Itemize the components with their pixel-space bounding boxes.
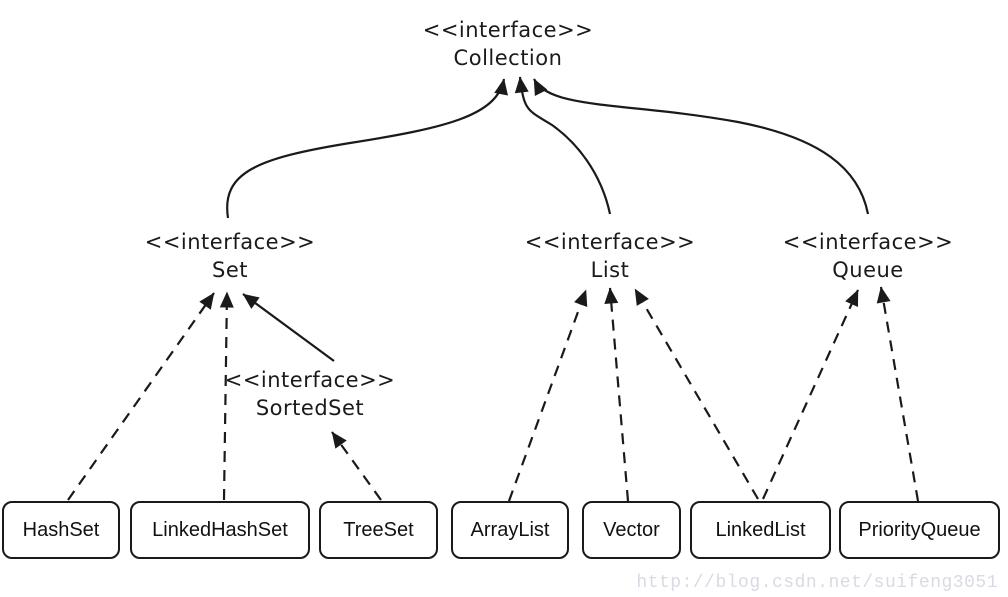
stereotype-text: <<interface>>	[782, 230, 954, 254]
interface-name: List	[590, 258, 630, 282]
edge-set-to-collection	[226, 78, 508, 219]
class-name: ArrayList	[470, 518, 550, 541]
interface-label-queue: <<interface>> Queue	[783, 228, 954, 284]
edge-list-to-collection	[514, 76, 612, 215]
edge-priorityqueue-to-queue	[876, 286, 920, 502]
edge-sortedset-to-set	[242, 293, 335, 362]
class-box-vector: Vector	[582, 501, 681, 559]
class-name: HashSet	[22, 518, 100, 541]
stereotype-text: <<interface>>	[524, 230, 696, 254]
class-name: TreeSet	[343, 518, 414, 541]
interface-label-sortedset: <<interface>> SortedSet	[225, 366, 396, 422]
class-box-arraylist: ArrayList	[451, 501, 569, 559]
interface-name: Queue	[832, 258, 904, 282]
edge-queue-to-collection	[533, 78, 870, 215]
class-name: Vector	[603, 518, 660, 541]
stereotype-text: <<interface>>	[144, 230, 316, 254]
interface-label-collection: <<interface>> Collection	[423, 16, 594, 72]
stereotype-text: <<interface>>	[422, 18, 594, 42]
stereotype-text: <<interface>>	[224, 368, 396, 392]
edge-linkedlist-to-queue	[761, 289, 860, 500]
class-box-linkedhashset: LinkedHashSet	[130, 501, 310, 559]
interface-name: Set	[212, 258, 248, 282]
edge-treeset-to-sortedset	[331, 431, 382, 501]
class-name: LinkedList	[715, 518, 806, 541]
interface-name: SortedSet	[255, 396, 365, 420]
watermark-url-text: http://blog.csdn.net/suifeng3051	[636, 573, 998, 593]
class-box-priorityqueue: PriorityQueue	[839, 501, 1000, 559]
interface-label-set: <<interface>> Set	[145, 228, 316, 284]
edge-linkedlist-to-list	[634, 288, 759, 500]
interface-name: Collection	[453, 46, 563, 70]
class-box-linkedlist: LinkedList	[690, 501, 831, 559]
edge-linkedhashset-to-set	[219, 291, 234, 501]
class-box-treeset: TreeSet	[319, 501, 438, 559]
edge-hashset-to-set	[67, 292, 215, 501]
class-name: PriorityQueue	[858, 518, 981, 541]
edge-vector-to-list	[604, 287, 630, 502]
class-name: LinkedHashSet	[152, 518, 288, 541]
edge-arraylist-to-list	[507, 289, 588, 502]
interface-label-list: <<interface>> List	[525, 228, 696, 284]
class-box-hashset: HashSet	[2, 501, 120, 559]
